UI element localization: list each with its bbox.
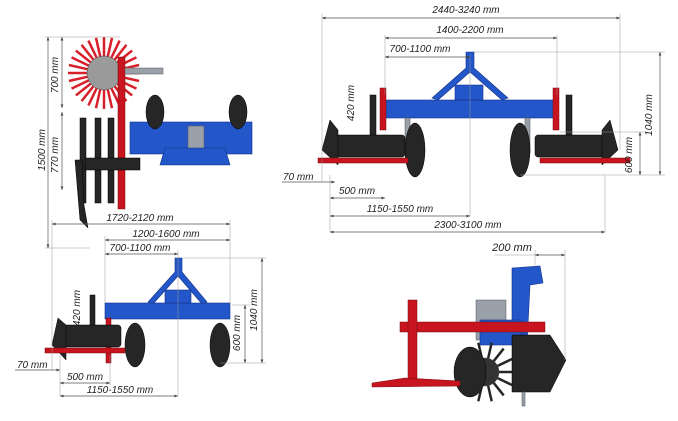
lower-height-label: 770 mm	[50, 137, 61, 173]
track-width-label: 2300-3100 mm	[433, 220, 501, 231]
wheel-height-label: 700 mm	[50, 57, 61, 93]
wheel	[453, 346, 487, 398]
side-view-bottom: 200 mm	[371, 242, 567, 407]
three-point-hitch	[431, 51, 509, 101]
red-post	[552, 87, 560, 131]
half-frame-label: 700-1100 mm	[110, 243, 171, 254]
wheel	[124, 322, 146, 368]
half-track-label: 1150-1550 mm	[367, 204, 434, 215]
wheel	[145, 94, 165, 130]
offset-label: 200 mm	[491, 242, 532, 254]
frame-beam	[104, 302, 231, 320]
rotor-section-right	[534, 94, 631, 166]
edge-offset-label: 70 mm	[283, 172, 314, 183]
total-height-label: 1040 mm	[644, 94, 655, 136]
red-beam	[399, 321, 546, 333]
half-track-label: 1150-1550 mm	[87, 385, 154, 396]
skid	[159, 147, 231, 166]
wheel	[209, 322, 231, 368]
red-post	[407, 299, 418, 386]
star-wheel	[68, 37, 140, 109]
front-view-top: 2440-3240 mm 1400-2200 mm 700-1100 mm 42…	[282, 5, 665, 234]
red-post	[379, 87, 387, 131]
wheel	[404, 122, 426, 178]
frame-width-label: 1400-2200 mm	[436, 25, 503, 36]
hydraulic-block	[454, 84, 484, 101]
front-view-bottom: 1720-2120 mm 1200-1600 mm 700-1100 mm 42…	[15, 213, 266, 398]
rotor-width-label: 500 mm	[67, 372, 103, 383]
total-height-label: 1500 mm	[37, 129, 48, 171]
frame-height-label: 600 mm	[232, 315, 243, 351]
rotor-section	[44, 294, 126, 361]
section-height-label: 420 mm	[72, 290, 83, 326]
hopper	[511, 334, 567, 393]
side-view-top: 1500 mm 700 mm 770 mm	[37, 36, 253, 249]
overall-width-label: 2440-3240 mm	[431, 5, 499, 16]
wheel	[228, 94, 248, 130]
shaft	[124, 67, 164, 75]
rotor-set	[74, 117, 141, 229]
rotor-width-label: 500 mm	[339, 186, 375, 197]
half-frame-label: 700-1100 mm	[390, 44, 451, 55]
overall-width-label: 1720-2120 mm	[106, 213, 173, 224]
rotor-section-left	[317, 94, 409, 166]
edge-offset-label: 70 mm	[17, 360, 48, 371]
comb	[371, 377, 461, 388]
section-height-label: 420 mm	[346, 85, 357, 121]
frame-height-label: 600 mm	[624, 137, 635, 173]
hydraulic-block	[187, 125, 205, 151]
red-post	[117, 56, 126, 210]
frame-width-label: 1200-1600 mm	[132, 229, 199, 240]
total-height-label: 1040 mm	[249, 289, 260, 331]
wheel	[509, 122, 531, 178]
